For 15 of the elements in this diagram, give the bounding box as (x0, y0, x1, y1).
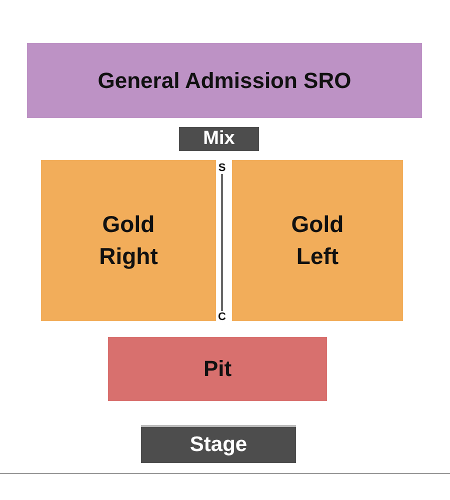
section-block (41, 160, 216, 321)
section-block (232, 160, 403, 321)
aisle-letter: C (218, 311, 226, 323)
section-block (179, 127, 259, 151)
section-label: Stage (190, 433, 248, 457)
aisle-line (221, 174, 223, 311)
section-block (108, 337, 327, 401)
section-block (27, 43, 422, 118)
section-label: Mix (203, 128, 235, 150)
section-label: General Admission SRO (98, 68, 352, 94)
stage-block (141, 425, 296, 463)
section-label: Gold Right (98, 210, 159, 271)
aisle-letter: S (218, 162, 226, 174)
section-label: Gold Left (290, 210, 345, 270)
section-label: Pit (203, 356, 232, 382)
